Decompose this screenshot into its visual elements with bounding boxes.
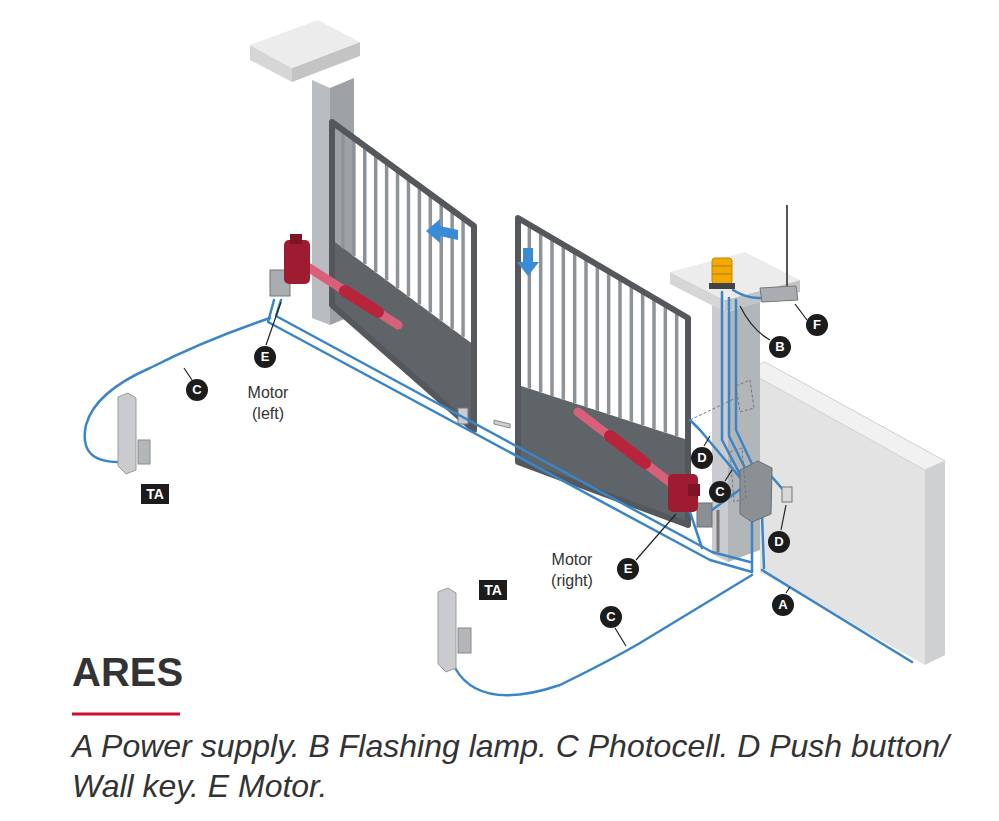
gate-frame (518, 218, 688, 525)
wire (751, 520, 754, 572)
wire (762, 516, 764, 568)
control-box (740, 461, 772, 522)
title-underline (72, 713, 180, 716)
gate-bar (550, 238, 554, 396)
lamp-base (709, 283, 735, 289)
gate-bar (461, 218, 465, 337)
gate-bar (573, 251, 577, 403)
callout-letter: D (691, 447, 713, 469)
gate-bar (385, 162, 389, 280)
leader-line (184, 368, 192, 380)
motor-body (284, 240, 310, 284)
photocell-tag: TA (141, 484, 169, 504)
gate-bar (341, 130, 345, 248)
part-label: Motor (right) (540, 549, 604, 591)
caption: A Power supply. B Flashing lamp. C Photo… (72, 726, 992, 806)
motor-arm (610, 436, 645, 463)
wire (268, 300, 752, 572)
photocell (458, 628, 471, 653)
motor-body (290, 234, 302, 244)
antenna-bracket (760, 286, 798, 302)
gate-bar (607, 271, 611, 414)
gate-bar (363, 146, 367, 264)
gate-bar (374, 154, 378, 272)
gate-bar (396, 170, 400, 288)
dashed-line (690, 396, 740, 420)
wall-end (925, 461, 945, 665)
leader-line (795, 304, 807, 320)
wire (722, 292, 742, 478)
leader-line (266, 302, 281, 345)
leader-line (740, 306, 770, 340)
photocell-post (118, 393, 136, 474)
gate-bar (418, 186, 422, 305)
pillar-face (712, 305, 728, 562)
gate-bar (584, 258, 588, 407)
wire (276, 300, 750, 562)
photocell-tag: TA (479, 580, 507, 600)
leader-line (781, 505, 786, 530)
leader-line (636, 514, 676, 560)
gate-bar (641, 291, 645, 425)
callout-letter: D (768, 531, 790, 553)
gate-bar (652, 298, 656, 429)
dashed-push-button (730, 448, 746, 502)
leader-line (615, 628, 626, 646)
gate-bar (664, 305, 668, 433)
callout-letter: E (617, 558, 639, 580)
leader-line (725, 470, 732, 481)
motor-arm (300, 262, 398, 325)
callout-letter: C (709, 481, 731, 503)
gate-bar (429, 194, 433, 313)
motor-arm (578, 412, 680, 490)
callout-letter: E (254, 346, 276, 368)
motor-arm (345, 291, 378, 312)
lamp-stripe (712, 273, 732, 275)
lamp-stripe (712, 265, 732, 267)
photocell-post (717, 510, 720, 552)
dashed-photocell (736, 380, 754, 412)
flashing-lamp (712, 258, 732, 284)
direction-arrow (426, 219, 458, 243)
photocell-post (438, 588, 456, 672)
direction-arrow (517, 248, 539, 276)
callout-letter: F (806, 314, 828, 336)
callout-letter: A (772, 594, 794, 616)
gate-bar (630, 285, 634, 422)
wire (762, 570, 912, 662)
gate-bar (352, 138, 356, 256)
wall-key (782, 487, 792, 502)
wire (690, 420, 742, 480)
gate-bar (562, 245, 566, 400)
callout-letter: C (186, 379, 208, 401)
gate-stop (494, 420, 510, 428)
wire (736, 300, 752, 464)
motor-body (688, 484, 700, 496)
gate-bar (407, 178, 411, 297)
photocell (697, 503, 712, 527)
gate-bar (450, 210, 454, 329)
pillar-cap (250, 20, 360, 68)
pillar-face (312, 80, 330, 325)
gate-panel (518, 385, 688, 525)
leader-line (704, 436, 710, 446)
leader-line (786, 587, 790, 593)
gate-bar (439, 202, 443, 321)
part-label: Motor (left) (236, 382, 300, 424)
gate-bar (539, 231, 543, 392)
gate-bar (618, 278, 622, 418)
title: ARES (72, 650, 183, 695)
wire (455, 575, 752, 695)
wall-top (745, 362, 945, 470)
gate-bar (596, 265, 600, 411)
callout-letter: C (600, 606, 622, 628)
antenna (786, 205, 788, 292)
photocell (138, 440, 150, 464)
callout-letter: B (769, 336, 791, 358)
pillar-side (728, 300, 760, 562)
gate-bar (675, 311, 679, 436)
